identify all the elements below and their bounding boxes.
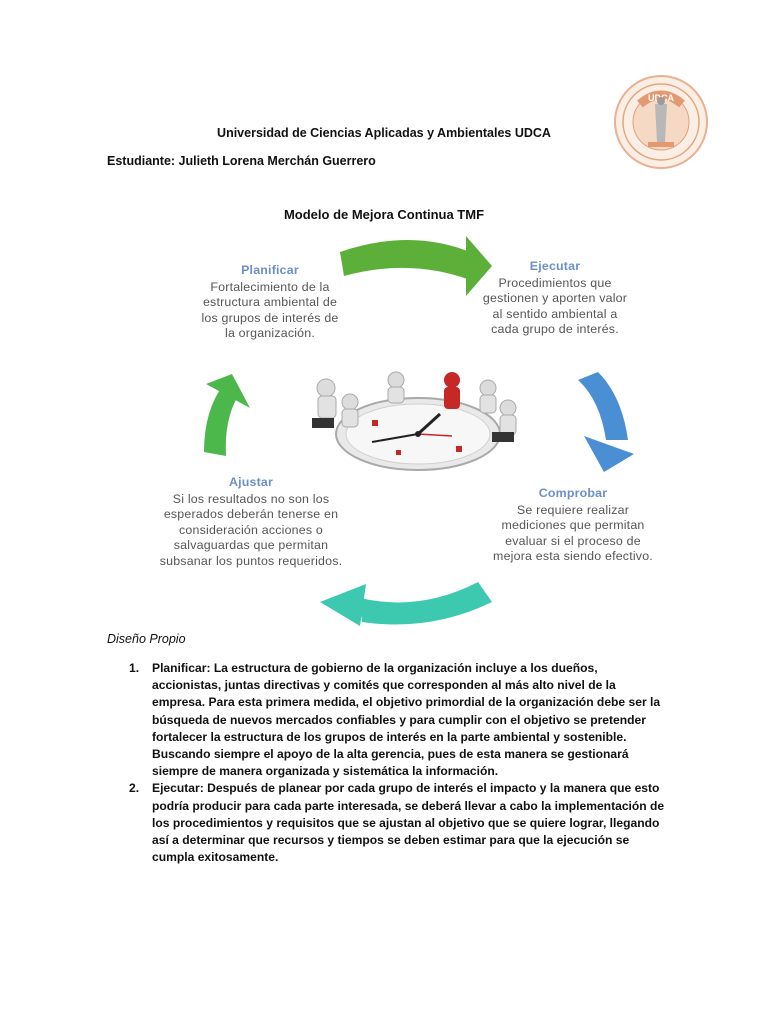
arrow-left <box>204 374 250 456</box>
arrow-top <box>340 236 492 296</box>
arrow-right <box>578 372 634 472</box>
node-comprobar: Comprobar Se requiere realizar medicione… <box>490 486 656 565</box>
university-title: Universidad de Ciencias Aplicadas y Ambi… <box>0 126 768 140</box>
clock-meeting-image <box>306 372 524 472</box>
list-item-text: Ejecutar: Después de planear por cada gr… <box>152 780 667 866</box>
diagram-title: Modelo de Mejora Continua TMF <box>0 207 768 222</box>
list-item-number: 2. <box>107 780 152 866</box>
node-ajustar: Ajustar Si los resultados no son los esp… <box>150 475 352 569</box>
node-comprobar-label: Comprobar <box>490 486 656 502</box>
list-item-number: 1. <box>107 660 152 780</box>
list-item-text: Planificar: La estructura de gobierno de… <box>152 660 667 780</box>
list-item: 1. Planificar: La estructura de gobierno… <box>107 660 667 780</box>
node-ejecutar-text: Procedimientos que gestionen y aporten v… <box>482 276 628 338</box>
node-planificar-text: Fortalecimiento de la estructura ambient… <box>196 280 344 342</box>
student-name: Estudiante: Julieth Lorena Merchán Guerr… <box>107 154 376 168</box>
arrow-bottom <box>320 582 492 626</box>
node-ejecutar-label: Ejecutar <box>482 259 628 275</box>
node-planificar: Planificar Fortalecimiento de la estruct… <box>196 263 344 342</box>
node-planificar-label: Planificar <box>196 263 344 279</box>
numbered-list: 1. Planificar: La estructura de gobierno… <box>107 660 667 866</box>
udca-logo: UDCA <box>615 76 707 168</box>
node-ajustar-label: Ajustar <box>150 475 352 491</box>
list-item: 2. Ejecutar: Después de planear por cada… <box>107 780 667 866</box>
node-comprobar-text: Se requiere realizar mediciones que perm… <box>490 503 656 565</box>
node-ejecutar: Ejecutar Procedimientos que gestionen y … <box>482 259 628 338</box>
section-subheading: Diseño Propio <box>107 632 186 646</box>
node-ajustar-text: Si los resultados no son los esperados d… <box>150 492 352 570</box>
